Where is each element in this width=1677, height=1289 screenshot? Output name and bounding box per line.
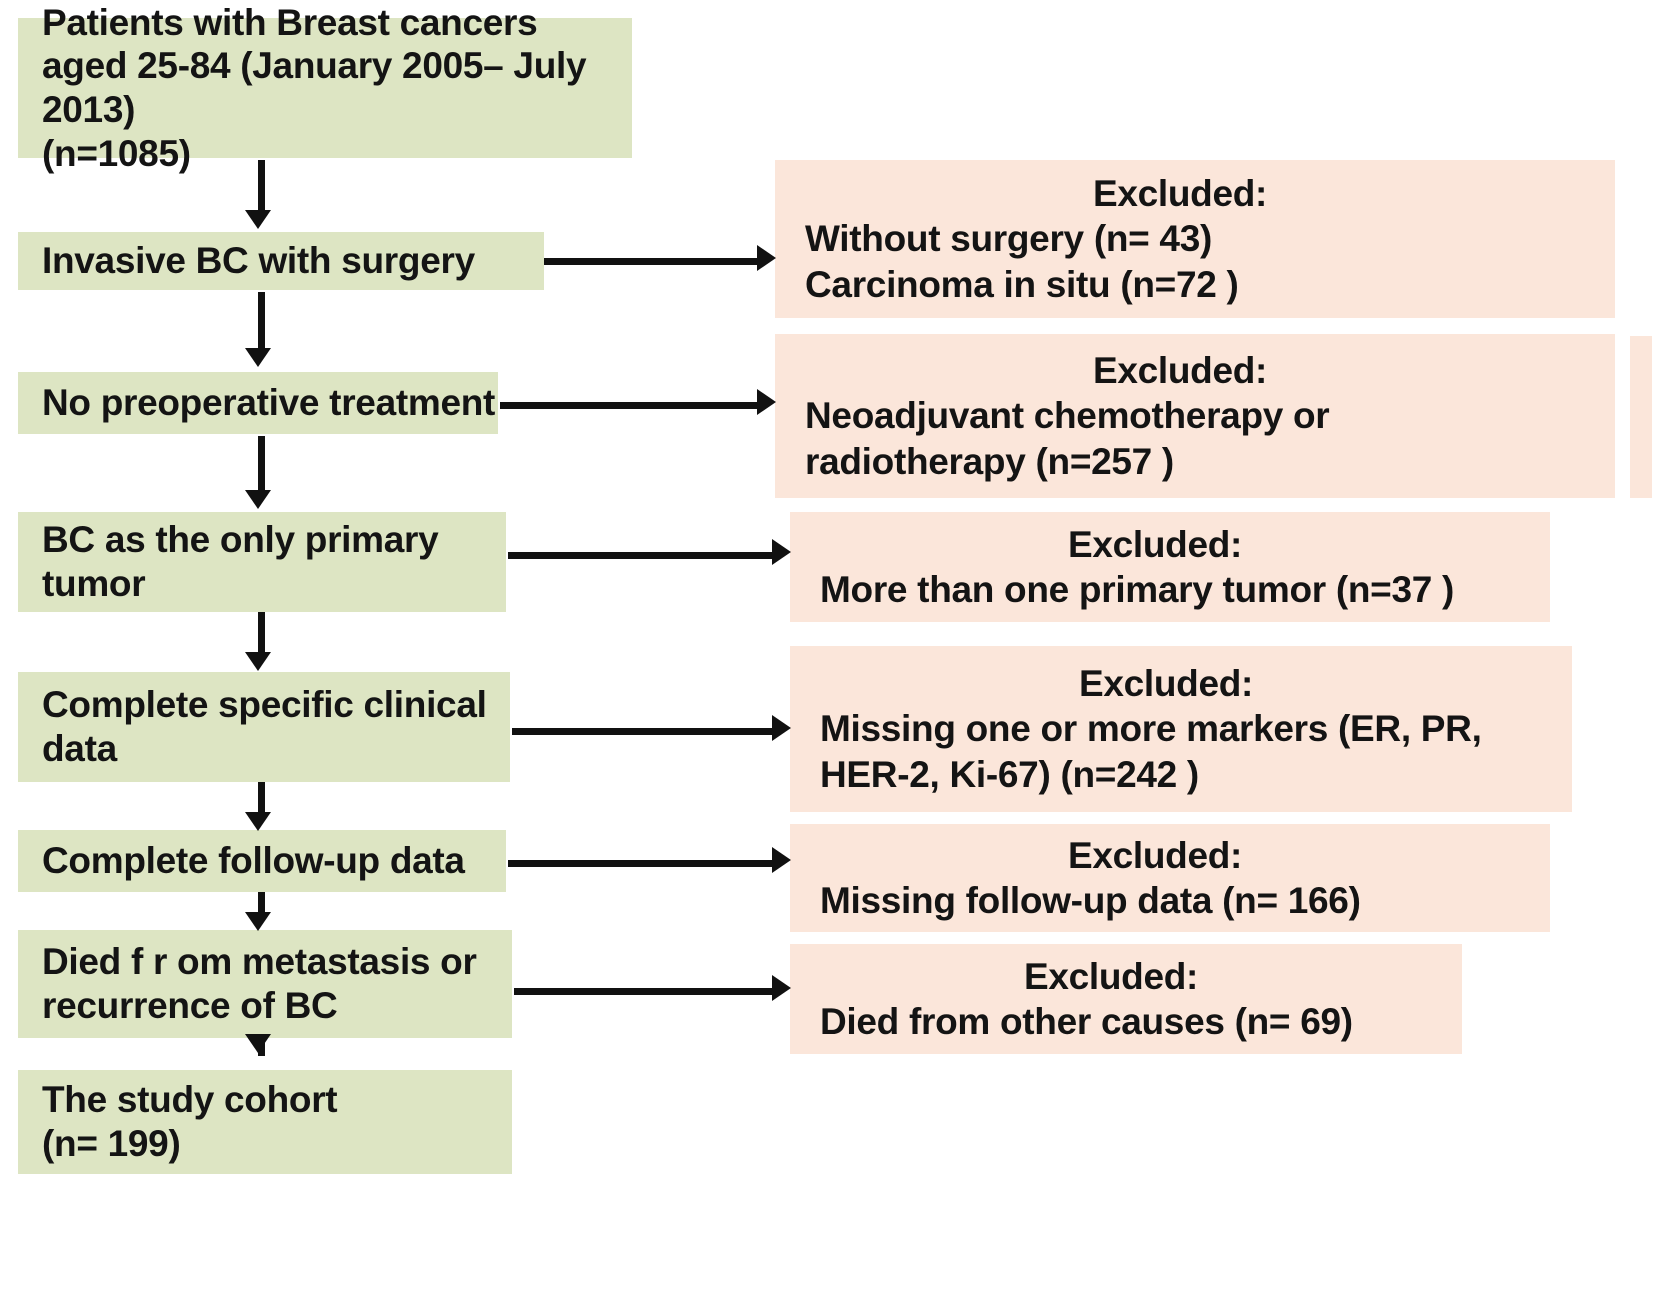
connector-vertical-1-2 — [258, 160, 265, 212]
exclusion-title: Excluded: — [1078, 663, 1254, 705]
exclusion-box-1: Excluded: Without surgery (n= 43) Carcin… — [775, 160, 1615, 318]
exclusion-box-6: Excluded: Died from other causes (n= 69) — [790, 944, 1462, 1054]
edge-strip — [1630, 336, 1652, 498]
connector-vertical-2-3 — [258, 292, 265, 350]
exclusion-title: Excluded: — [1023, 955, 1199, 997]
connector-horizontal-2 — [500, 402, 760, 409]
flow-step-box-8: The study cohort (n= 199) — [18, 1070, 512, 1174]
connector-horizontal-5 — [508, 860, 776, 867]
connector-horizontal-1 — [544, 258, 760, 265]
arrow-head-down-7 — [245, 1034, 271, 1053]
exclusion-body: Neoadjuvant chemotherapy or radiotherapy… — [805, 395, 1330, 482]
connector-horizontal-6 — [514, 988, 776, 995]
exclusion-body: Without surgery (n= 43) Carcinoma in sit… — [805, 218, 1239, 305]
exclusion-body: Missing follow-up data (n= 166) — [820, 880, 1361, 921]
exclusion-body: Died from other causes (n= 69) — [820, 1001, 1353, 1042]
arrow-head-down-1 — [245, 210, 271, 229]
arrow-head-right-4 — [772, 715, 791, 741]
arrow-head-down-3 — [245, 490, 271, 509]
exclusion-body: More than one primary tumor (n=37 ) — [820, 569, 1455, 610]
connector-horizontal-4 — [512, 728, 776, 735]
exclusion-title: Excluded: — [1092, 173, 1268, 215]
connector-vertical-4-5 — [258, 612, 265, 654]
flow-step-box-1: Patients with Breast cancers aged 25-84 … — [18, 2, 632, 174]
flow-step-box-4: BC as the only primary tumor — [18, 512, 506, 612]
connector-vertical-3-4 — [258, 436, 265, 492]
exclusion-title: Excluded: — [1092, 350, 1268, 392]
exclusion-box-4: Excluded: Missing one or more markers (E… — [790, 646, 1572, 812]
arrow-head-down-2 — [245, 348, 271, 367]
arrow-head-down-5 — [245, 812, 271, 831]
exclusion-title: Excluded: — [1067, 523, 1243, 565]
flow-step-box-7: Died f r om metastasis or recurrence of … — [18, 930, 512, 1038]
exclusion-body: Missing one or more markers (ER, PR, HER… — [820, 708, 1482, 795]
arrow-head-right-2 — [757, 389, 776, 415]
connector-vertical-5-6 — [258, 782, 265, 814]
arrow-head-right-5 — [772, 847, 791, 873]
connector-horizontal-3 — [508, 552, 776, 559]
connector-vertical-6-7 — [258, 892, 265, 914]
arrow-head-right-3 — [772, 539, 791, 565]
exclusion-box-5: Excluded: Missing follow-up data (n= 166… — [790, 824, 1550, 932]
exclusion-title: Excluded: — [1067, 834, 1243, 876]
arrow-head-right-1 — [757, 245, 776, 271]
arrow-head-right-6 — [772, 975, 791, 1001]
flow-step-box-2: Invasive BC with surgery — [18, 232, 544, 290]
flow-step-box-3: No preoperative treatment — [18, 372, 498, 434]
flow-step-box-6: Complete follow-up data — [18, 830, 506, 892]
arrow-head-down-4 — [245, 652, 271, 671]
exclusion-box-2: Excluded: Neoadjuvant chemotherapy or ra… — [775, 334, 1615, 498]
flow-step-box-5: Complete specific clinical data — [18, 672, 510, 782]
arrow-head-down-6 — [245, 912, 271, 931]
exclusion-box-3: Excluded: More than one primary tumor (n… — [790, 512, 1550, 622]
